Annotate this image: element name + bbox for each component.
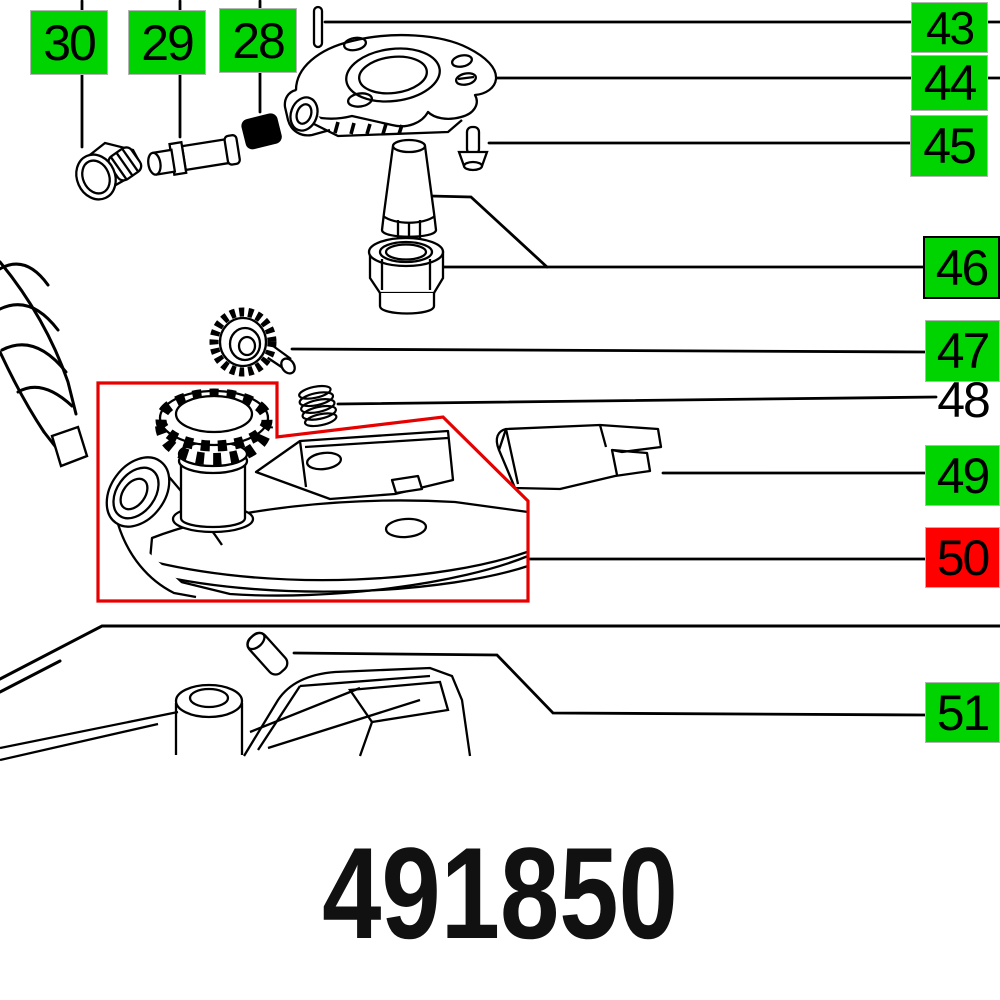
callout-50-label: 50 — [936, 529, 991, 586]
part-49-clamp-plate — [495, 423, 663, 491]
callout-44-label: 44 — [923, 55, 978, 111]
callout-45-label: 45 — [923, 118, 977, 174]
part-48-spring — [298, 384, 338, 428]
callout-49[interactable]: 49 — [925, 445, 1000, 506]
part-51-pin — [246, 631, 289, 676]
part-43-pin — [312, 5, 324, 49]
callout-47-label: 47 — [936, 323, 991, 379]
part-45-screw — [457, 125, 489, 172]
part-30-lever — [75, 141, 143, 201]
callout-48[interactable]: 48 — [931, 375, 995, 425]
part-50-base-assembly — [105, 388, 530, 599]
base-plate-drawing — [0, 666, 472, 762]
callout-44[interactable]: 44 — [911, 55, 988, 111]
callout-30-label: 30 — [43, 14, 97, 71]
callout-51[interactable]: 51 — [925, 682, 1000, 743]
callout-46-assembly[interactable]: 46 — [923, 236, 1000, 299]
callout-29[interactable]: 29 — [128, 10, 206, 75]
part-44-housing — [283, 34, 498, 138]
callout-43-label: 43 — [925, 1, 975, 54]
part-spindle-column — [0, 260, 89, 468]
callout-48-label: 48 — [937, 372, 991, 428]
part-46-collet-sleeve — [380, 138, 438, 246]
highlight-outline — [96, 381, 530, 603]
part-47-gear-shaft — [209, 307, 296, 377]
part-29-screw — [147, 134, 241, 177]
leader-lines — [80, 0, 1000, 717]
callout-28[interactable]: 28 — [219, 8, 297, 73]
part-46-collet-nut — [367, 236, 445, 315]
callout-29-label: 29 — [141, 14, 195, 71]
callout-51-label: 51 — [936, 684, 991, 741]
base-plate-edge — [0, 624, 1000, 694]
callout-50-selected[interactable]: 50 — [925, 527, 1000, 588]
callout-45[interactable]: 45 — [910, 115, 988, 177]
part-28-sleeve — [241, 113, 282, 150]
callout-49-label: 49 — [936, 447, 991, 504]
callout-28-label: 28 — [232, 12, 286, 69]
callout-30[interactable]: 30 — [30, 10, 108, 75]
callout-46-label: 46 — [935, 239, 990, 296]
callout-47[interactable]: 47 — [925, 320, 1000, 382]
callout-43[interactable]: 43 — [911, 2, 988, 53]
document-part-number: 491850 — [322, 820, 678, 966]
